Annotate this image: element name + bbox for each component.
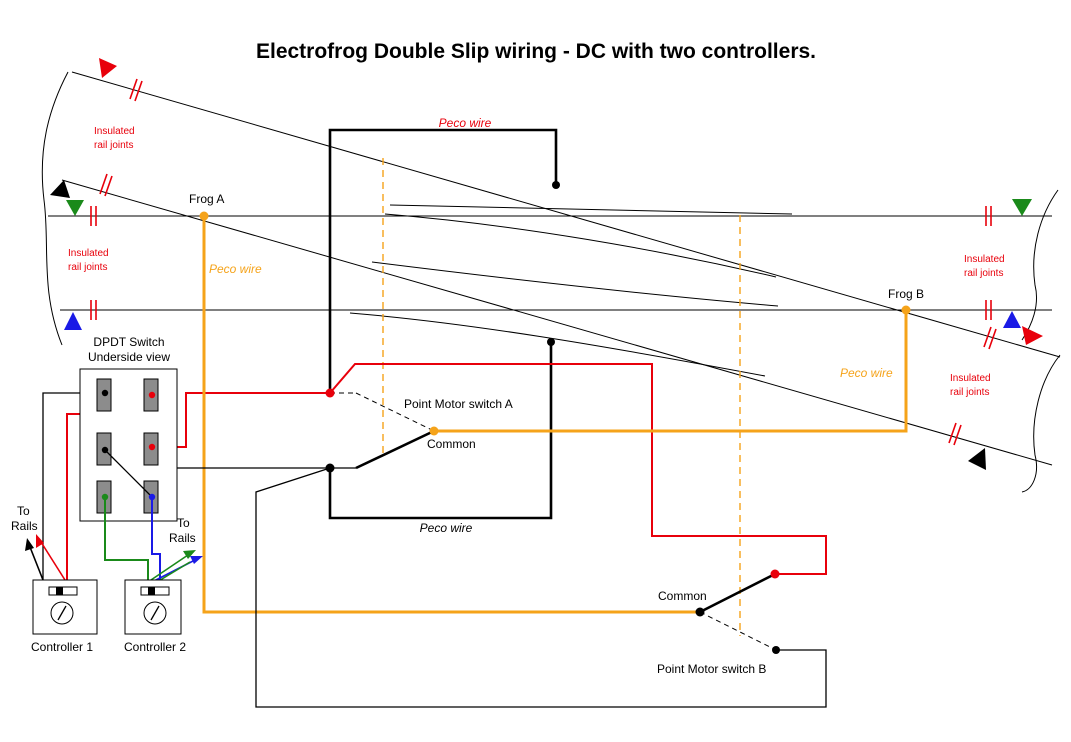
insulated-label-4a: Insulated — [950, 373, 991, 384]
black-signal-icon — [968, 448, 986, 470]
to-rails-label-1a: To — [17, 504, 30, 518]
controller-2-label: Controller 2 — [124, 640, 186, 654]
orange-wire-frog-a — [202, 216, 700, 614]
blue-signal-icon — [64, 312, 82, 330]
to-rails-label-1b: Rails — [11, 519, 38, 533]
frog-a-label: Frog A — [189, 192, 224, 206]
peco-wire-label-frog-b: Peco wire — [840, 366, 893, 380]
red-wire-dpdt-to-pm-a — [152, 363, 827, 575]
insulated-label-3a: Insulated — [964, 254, 1005, 265]
to-rails-arrows-1 — [25, 534, 66, 581]
track-rails — [48, 71, 1061, 466]
frog-b-label: Frog B — [888, 287, 924, 301]
pm-switch-a-label: Point Motor switch A — [404, 397, 513, 411]
peco-wire-label-frog-a: Peco wire — [209, 262, 262, 276]
common-label-b: Common — [658, 589, 707, 603]
diagram-title: Electrofrog Double Slip wiring - DC with… — [256, 40, 816, 63]
peco-wire-label-top: Peco wire — [439, 116, 492, 130]
right-track-boundary-upper — [1021, 189, 1059, 341]
peco-wire-top-loop — [328, 128, 558, 393]
left-track-boundary — [41, 71, 69, 346]
red-signal-icon — [99, 58, 117, 78]
green-signal-icon — [66, 200, 84, 216]
to-rails-arrows-2 — [147, 550, 203, 583]
dpdt-label-2: Underside view — [88, 350, 170, 364]
pm-switch-b-lever — [699, 572, 776, 614]
controller-2 — [124, 579, 182, 635]
controller-1 — [32, 579, 98, 635]
insulated-label-3b: rail joints — [964, 268, 1003, 279]
right-track-boundary-lower — [1021, 354, 1061, 493]
to-rails-label-2b: Rails — [169, 531, 196, 545]
orange-wire-frog-b — [434, 310, 908, 433]
insulated-label-1a: Insulated — [94, 126, 135, 137]
insulated-label-2a: Insulated — [68, 248, 109, 259]
insulated-label-1b: rail joints — [94, 140, 133, 151]
blue-signal-icon — [1003, 311, 1021, 328]
pm-switch-a-lever — [355, 429, 435, 470]
insulated-label-4b: rail joints — [950, 387, 989, 398]
black-signal-icon — [50, 180, 70, 198]
insulated-joints — [90, 78, 997, 446]
blue-wire — [151, 497, 161, 582]
connection-dots — [101, 181, 911, 654]
pm-switch-b-label: Point Motor switch B — [657, 662, 766, 676]
controller-1-label: Controller 1 — [31, 640, 93, 654]
peco-wire-label-bottom: Peco wire — [420, 521, 473, 535]
green-wire — [104, 497, 149, 582]
green-signal-icon — [1012, 199, 1032, 216]
insulated-label-2b: rail joints — [68, 262, 107, 273]
common-label-a: Common — [427, 437, 476, 451]
pm-switch-b-dashed — [699, 611, 777, 651]
dpdt-switch — [79, 368, 178, 522]
black-wire-loop-bottom — [255, 467, 827, 708]
to-rails-label-2a: To — [177, 516, 190, 530]
red-signal-icon — [1022, 326, 1043, 345]
dpdt-label-1: DPDT Switch — [93, 335, 164, 349]
